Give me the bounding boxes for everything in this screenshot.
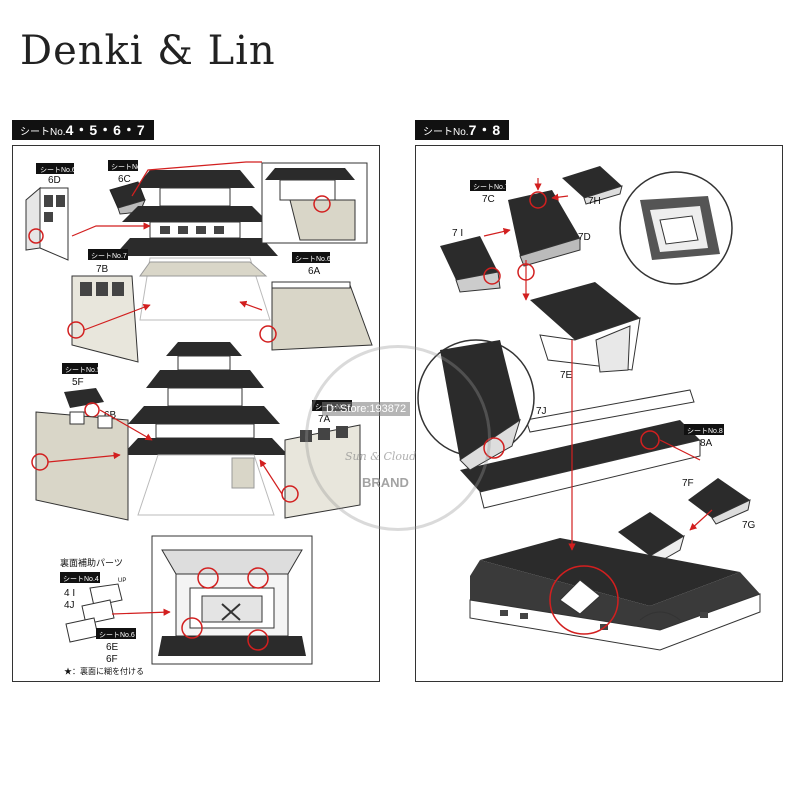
castle-upper-model [114,170,278,321]
tag-8a: シートNo.8 [687,428,723,435]
part-7e: 7E [530,282,641,381]
label-7h: 7H [588,196,601,207]
label-4i: 4 I [64,588,75,599]
tag-6a: シートNo.6 [295,256,331,263]
watermark-store: D: Store:193872 [322,402,411,416]
part-long-roof: 7J シートNo.8 8A [460,389,724,509]
auxiliary-parts: 裏面補助パーツ シートNo.4 UP 4 I 4J シートNo.6 6E 6F … [60,557,144,676]
tag-4: シートNo.4 [63,576,99,583]
assembled-gatehouse [469,538,761,651]
watermark-ring [305,345,491,531]
aux-title: 裏面補助パーツ [60,557,123,568]
part-7c-7i: シートNo.7 7C 7 I 7D [440,180,591,293]
label-7j: 7J [536,406,547,417]
tag-7b: シートNo.7 [91,253,127,260]
tag-6c: シートNo.6 [111,164,147,171]
label-7g: 7G [742,520,756,531]
label-4j: 4J [64,600,75,611]
right-sheet-tab: シートNo.7・8 [415,120,510,140]
part-5f-6b: シートNo.5 5F 6B [31,363,129,521]
label-6e: 6E [106,642,119,653]
left-connectors [47,161,283,616]
left-sheet-numbers: 4・5・6・7 [65,122,146,138]
label-7b: 7B [96,264,109,275]
label-7e: 7E [560,370,573,381]
label-7d: 7D [578,232,591,243]
right-sheet-prefix: シートNo. [423,127,469,138]
glue-note: ★：裏面に糊を付ける [64,666,144,676]
label-6a: 6A [308,266,321,277]
watermark-name: Sun & Cloud [345,450,417,463]
brand-title: Denki & Lin [20,28,276,74]
part-6a: シートNo.6 6A [259,252,373,351]
tag-7c: シートNo.7 [473,184,509,191]
label-7i: 7 I [452,228,463,239]
castle-lower-model [122,342,288,516]
label-7c: 7C [482,194,495,205]
tag-6: シートNo.6 [40,167,76,174]
left-sheet-prefix: シートNo. [20,127,66,138]
part-7h: 7H [562,166,623,207]
base-frame-detail [151,535,313,665]
part-6d: シートNo.6 6D [25,163,76,261]
label-6f: 6F [106,654,118,665]
label-6c: 6C [118,174,131,185]
tag-6e: シートNo.6 [99,632,135,639]
label-8a: 8A [700,438,713,449]
part-7f-7g: 7F 7G [618,478,756,567]
detail-circle-window [619,171,733,285]
watermark-brand: BRAND [362,475,409,490]
part-7b: シートNo.7 7B [67,249,139,363]
label-up: UP [118,578,126,584]
label-5f: 5F [72,377,84,388]
right-sheet-numbers: 7・8 [468,122,502,138]
label-6d: 6D [48,175,61,186]
tag-5f: シートNo.5 [65,367,101,374]
label-7f: 7F [682,478,694,489]
right-connectors [483,178,713,551]
detail-inset-top [261,162,368,244]
left-sheet-tab: シートNo.4・5・6・7 [12,120,154,140]
